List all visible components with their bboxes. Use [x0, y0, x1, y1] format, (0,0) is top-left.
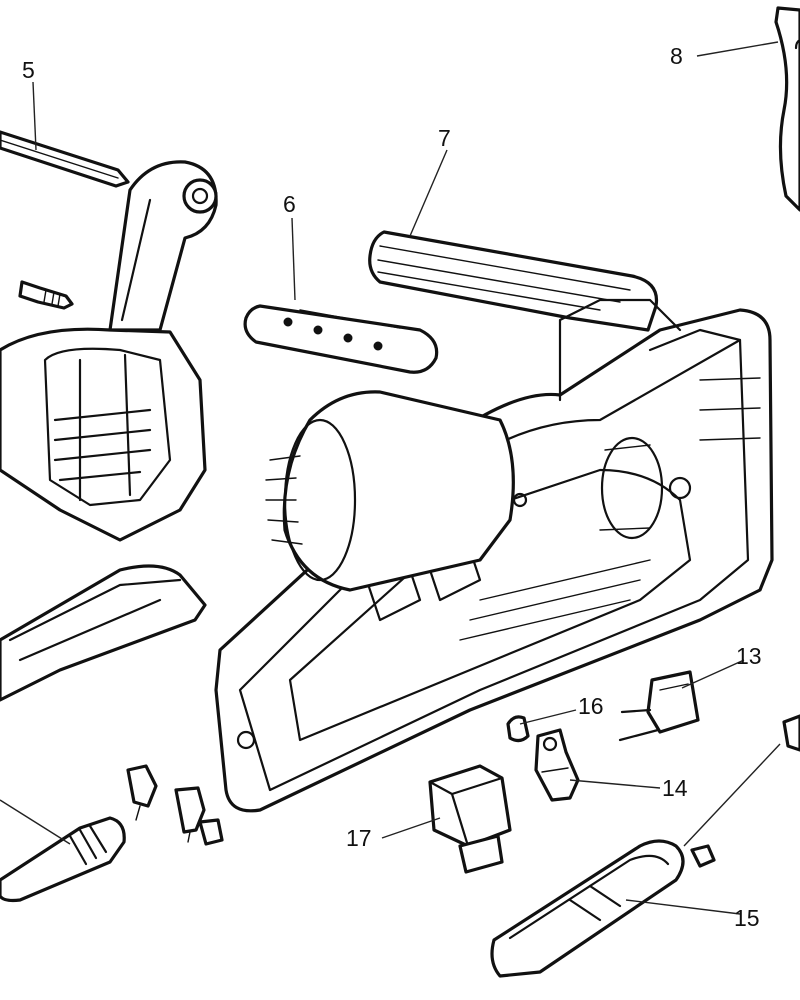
part-16-clip	[506, 715, 530, 743]
leader-sleeve	[0, 799, 71, 845]
part-17-box	[428, 764, 512, 874]
leader-7	[409, 149, 448, 237]
callout-5: 5	[22, 57, 35, 83]
leader-5	[32, 81, 37, 151]
cable-sleeve	[0, 816, 126, 903]
connector	[782, 714, 800, 752]
callout-15: 15	[734, 905, 760, 931]
part-14-switch-block	[534, 728, 580, 802]
leader-8	[696, 41, 779, 57]
main-housing	[214, 298, 774, 813]
leader-17	[381, 817, 441, 839]
part-7-handle-cover	[368, 230, 659, 332]
callout-14: 14	[662, 775, 688, 801]
bolts	[126, 764, 224, 846]
leader-15	[625, 899, 741, 915]
part-15-handle	[490, 839, 716, 978]
leader-13	[681, 659, 745, 689]
callout-16: 16	[578, 693, 604, 719]
leader-6	[291, 217, 296, 301]
chain-guard	[0, 564, 207, 702]
part-8-side-grip	[774, 6, 800, 212]
leader-16	[519, 709, 577, 725]
callout-7: 7	[438, 125, 451, 151]
callout-labels: 5 6 7 8 13 14 15 16 17	[22, 43, 762, 931]
callout-8: 8	[670, 43, 683, 69]
screw	[18, 280, 74, 310]
part-6-grip-insert	[243, 304, 439, 374]
callout-17: 17	[346, 825, 372, 851]
part-5-rod	[0, 130, 130, 188]
leader-15-b	[683, 743, 781, 847]
callout-6: 6	[283, 191, 296, 217]
part-13-switch	[618, 670, 700, 742]
leader-14	[569, 779, 661, 789]
callout-13: 13	[736, 643, 762, 669]
motor-end-cover	[0, 160, 218, 542]
leader-lines	[0, 41, 781, 915]
motor	[265, 390, 664, 592]
